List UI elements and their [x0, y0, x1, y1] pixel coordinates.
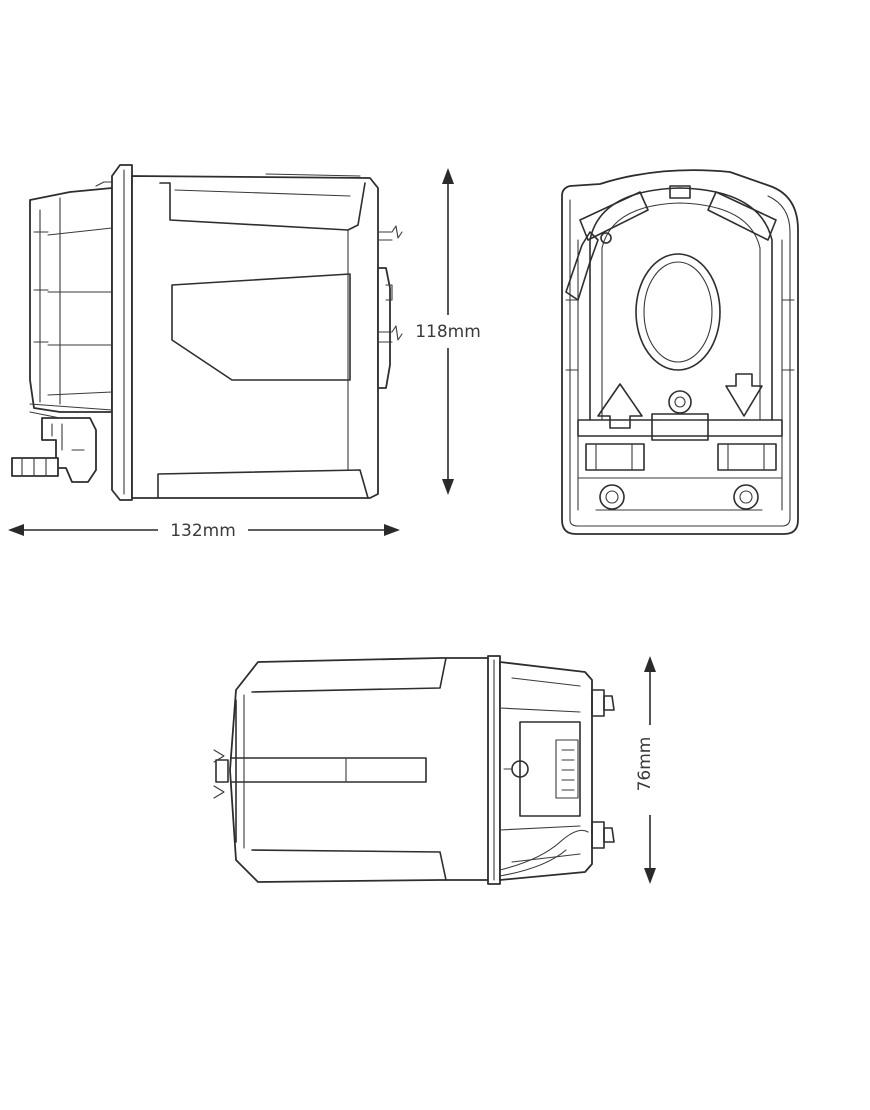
length-arrow-left — [8, 524, 24, 536]
width-label: 76mm — [635, 737, 655, 792]
width-arrow-bottom — [644, 868, 656, 884]
height-dimension: 118mm — [415, 168, 481, 495]
length-label: 132mm — [170, 521, 236, 541]
width-dimension: 76mm — [635, 656, 656, 884]
height-label: 118mm — [415, 322, 481, 342]
height-arrow-top — [442, 168, 454, 184]
top-view — [213, 655, 615, 885]
width-arrow-top — [644, 656, 656, 672]
front-view — [561, 169, 799, 535]
length-arrow-right — [384, 524, 400, 536]
height-arrow-bottom — [442, 479, 454, 495]
side-view — [11, 164, 403, 501]
length-dimension: 132mm — [8, 521, 400, 541]
